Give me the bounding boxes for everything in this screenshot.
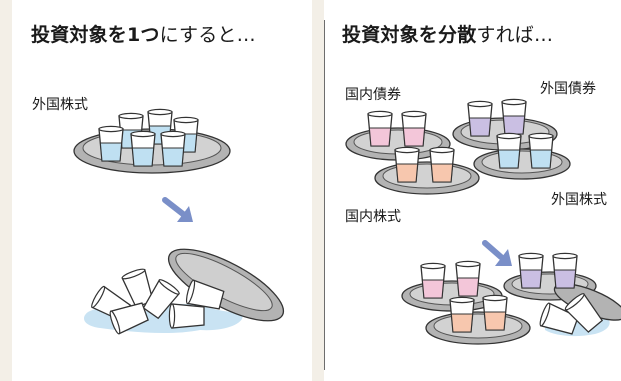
tray-foreign-stocks (473, 148, 571, 180)
glasses-domestic-bonds-after (420, 260, 481, 299)
tray-domestic-stocks-after (425, 311, 531, 345)
label-foreign-stocks-diversified: 外国株式 (551, 192, 607, 208)
label-foreign-stocks-single: 外国株式 (32, 97, 88, 113)
arrow-down-left (162, 197, 193, 222)
right-title: 投資対象を分散すれば… (342, 20, 553, 47)
fallen-glasses-left (91, 268, 225, 335)
left-title: 投資対象を1つにすると… (31, 20, 256, 47)
right-title-bold: 投資対象を分散 (342, 24, 477, 46)
right-title-rest: すれば… (476, 24, 554, 46)
tray-domestic-stocks (374, 161, 480, 195)
glasses-domestic-stocks (394, 146, 455, 183)
glasses-foreign-stocks (496, 132, 554, 169)
label-domestic-stocks: 国内株式 (345, 209, 401, 225)
glasses-domestic-stocks-after (449, 294, 508, 333)
left-title-rest: にすると… (159, 24, 256, 46)
arrow-down-right (482, 240, 512, 266)
panel-divider (324, 20, 325, 370)
label-foreign-bonds: 外国債券 (540, 81, 596, 97)
glasses-foreign-bonds (467, 98, 527, 137)
glasses-domestic-bonds (367, 110, 427, 147)
label-domestic-bonds: 国内債券 (345, 87, 401, 103)
fallen-glasses-right (539, 293, 604, 335)
glasses-foreign-bonds-after (518, 252, 578, 289)
glasses-foreign-stocks-single (98, 108, 199, 167)
left-title-bold: 投資対象を1つ (31, 24, 160, 46)
